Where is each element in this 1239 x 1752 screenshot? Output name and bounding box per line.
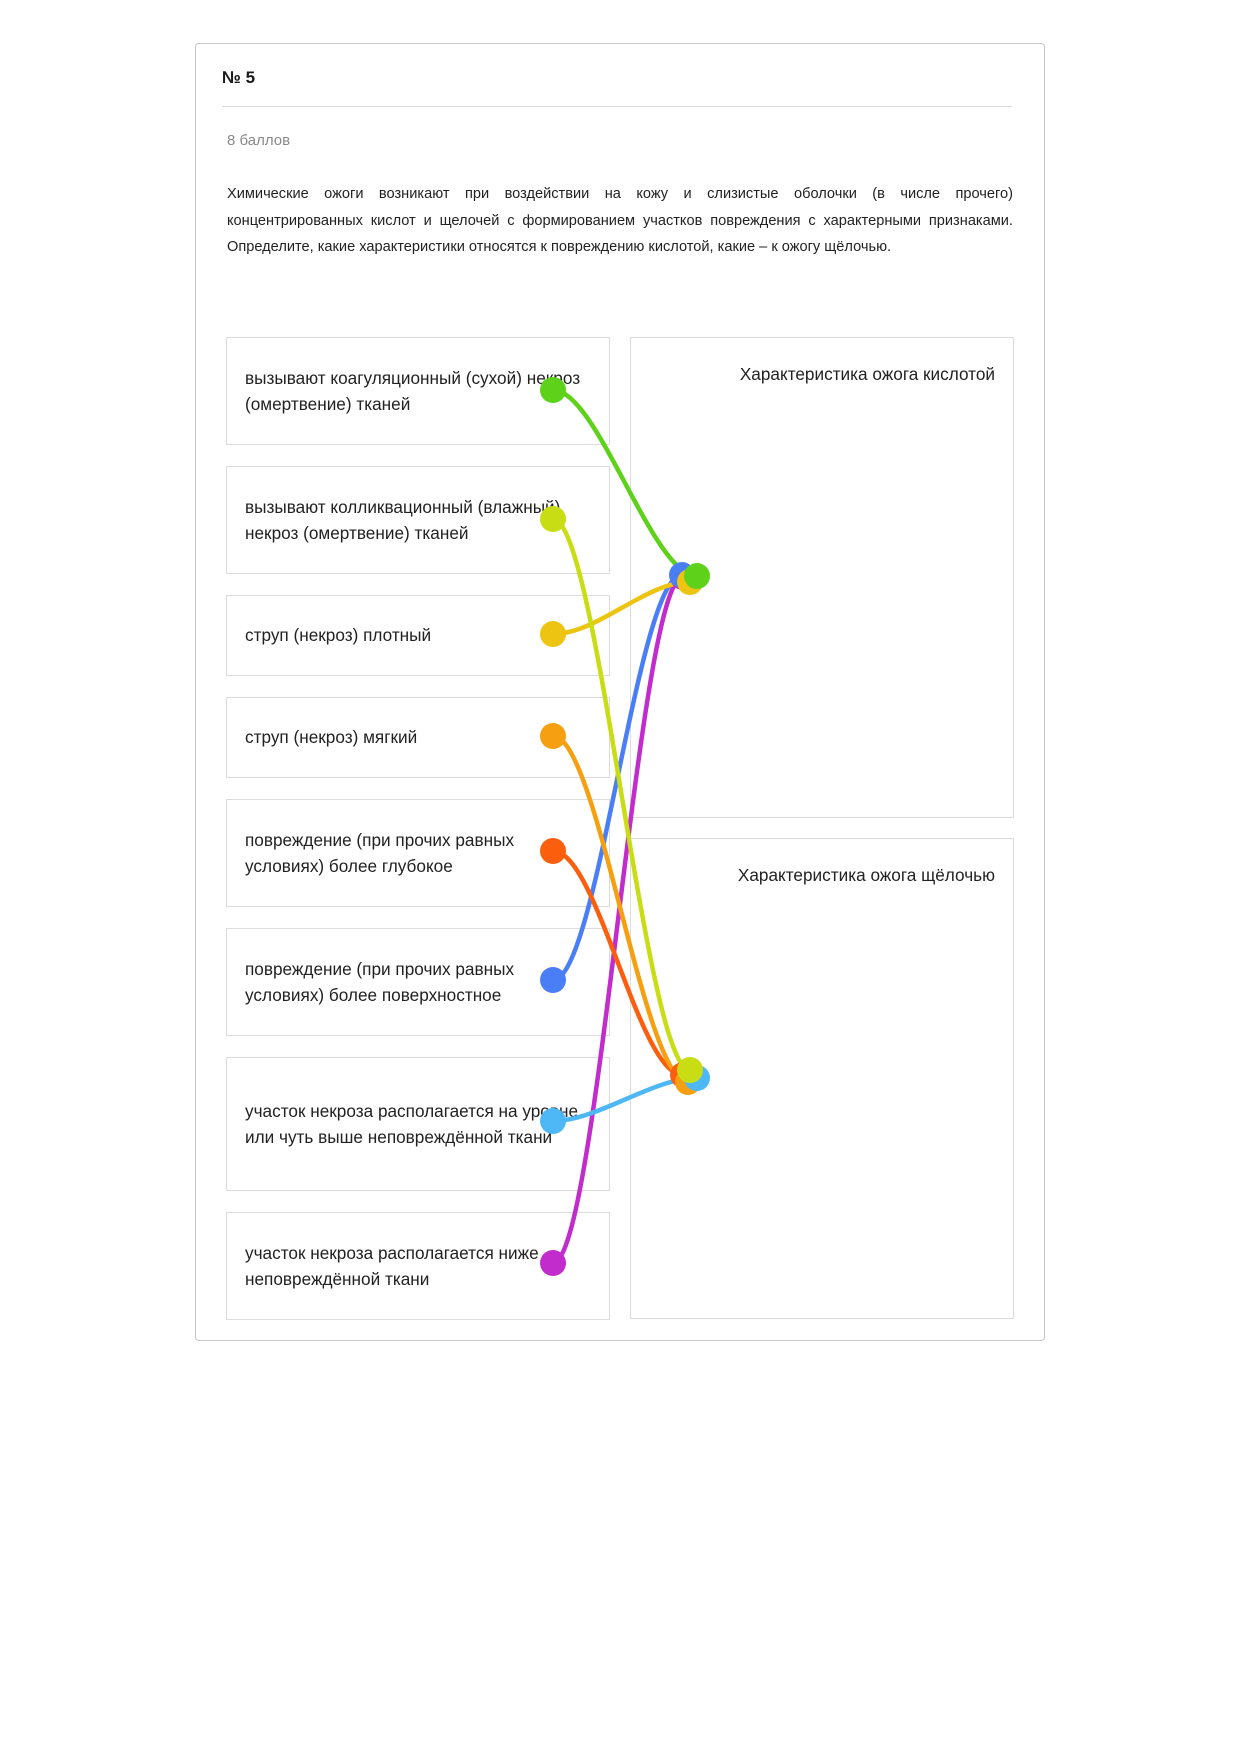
match-item-1[interactable]: вызывают коагуляционный (сухой) некроз (… [226, 337, 610, 445]
match-item-4[interactable]: струп (некроз) мягкий [226, 697, 610, 778]
match-item-5[interactable]: повреждение (при прочих равных условиях)… [226, 799, 610, 907]
match-item-label: струп (некроз) мягкий [245, 727, 418, 748]
match-item-label: повреждение (при прочих равных условиях)… [245, 829, 515, 877]
match-item-6[interactable]: повреждение (при прочих равных условиях)… [226, 928, 610, 1036]
question-header: № 5 [222, 64, 1012, 107]
drop-target-title: Характеристика ожога кислотой [739, 364, 995, 384]
match-item-2[interactable]: вызывают колликвационный (влажный) некро… [226, 466, 610, 574]
drop-target-alkali[interactable]: Характеристика ожога щёлочью [630, 838, 1014, 1319]
drop-target-acid[interactable]: Характеристика ожога кислотой [630, 337, 1014, 818]
question-description: Химические ожоги возникают при воздейств… [227, 186, 1013, 255]
drop-target-title: Характеристика ожога щёлочью [737, 865, 995, 885]
match-item-label: участок некроза располагается ниже непов… [245, 1242, 539, 1290]
match-item-label: участок некроза располагается на уровне … [245, 1100, 579, 1148]
match-item-8[interactable]: участок некроза располагается ниже непов… [226, 1212, 610, 1320]
match-item-label: вызывают колликвационный (влажный) некро… [245, 496, 561, 544]
match-item-label: вызывают коагуляционный (сухой) некроз (… [245, 367, 581, 415]
match-item-3[interactable]: струп (некроз) плотный [226, 595, 610, 676]
match-item-label: повреждение (при прочих равных условиях)… [245, 958, 515, 1006]
question-points: 8 баллов [227, 132, 291, 149]
match-item-7[interactable]: участок некроза располагается на уровне … [226, 1057, 610, 1191]
question-number: № 5 [222, 68, 256, 87]
match-item-label: струп (некроз) плотный [245, 625, 432, 646]
